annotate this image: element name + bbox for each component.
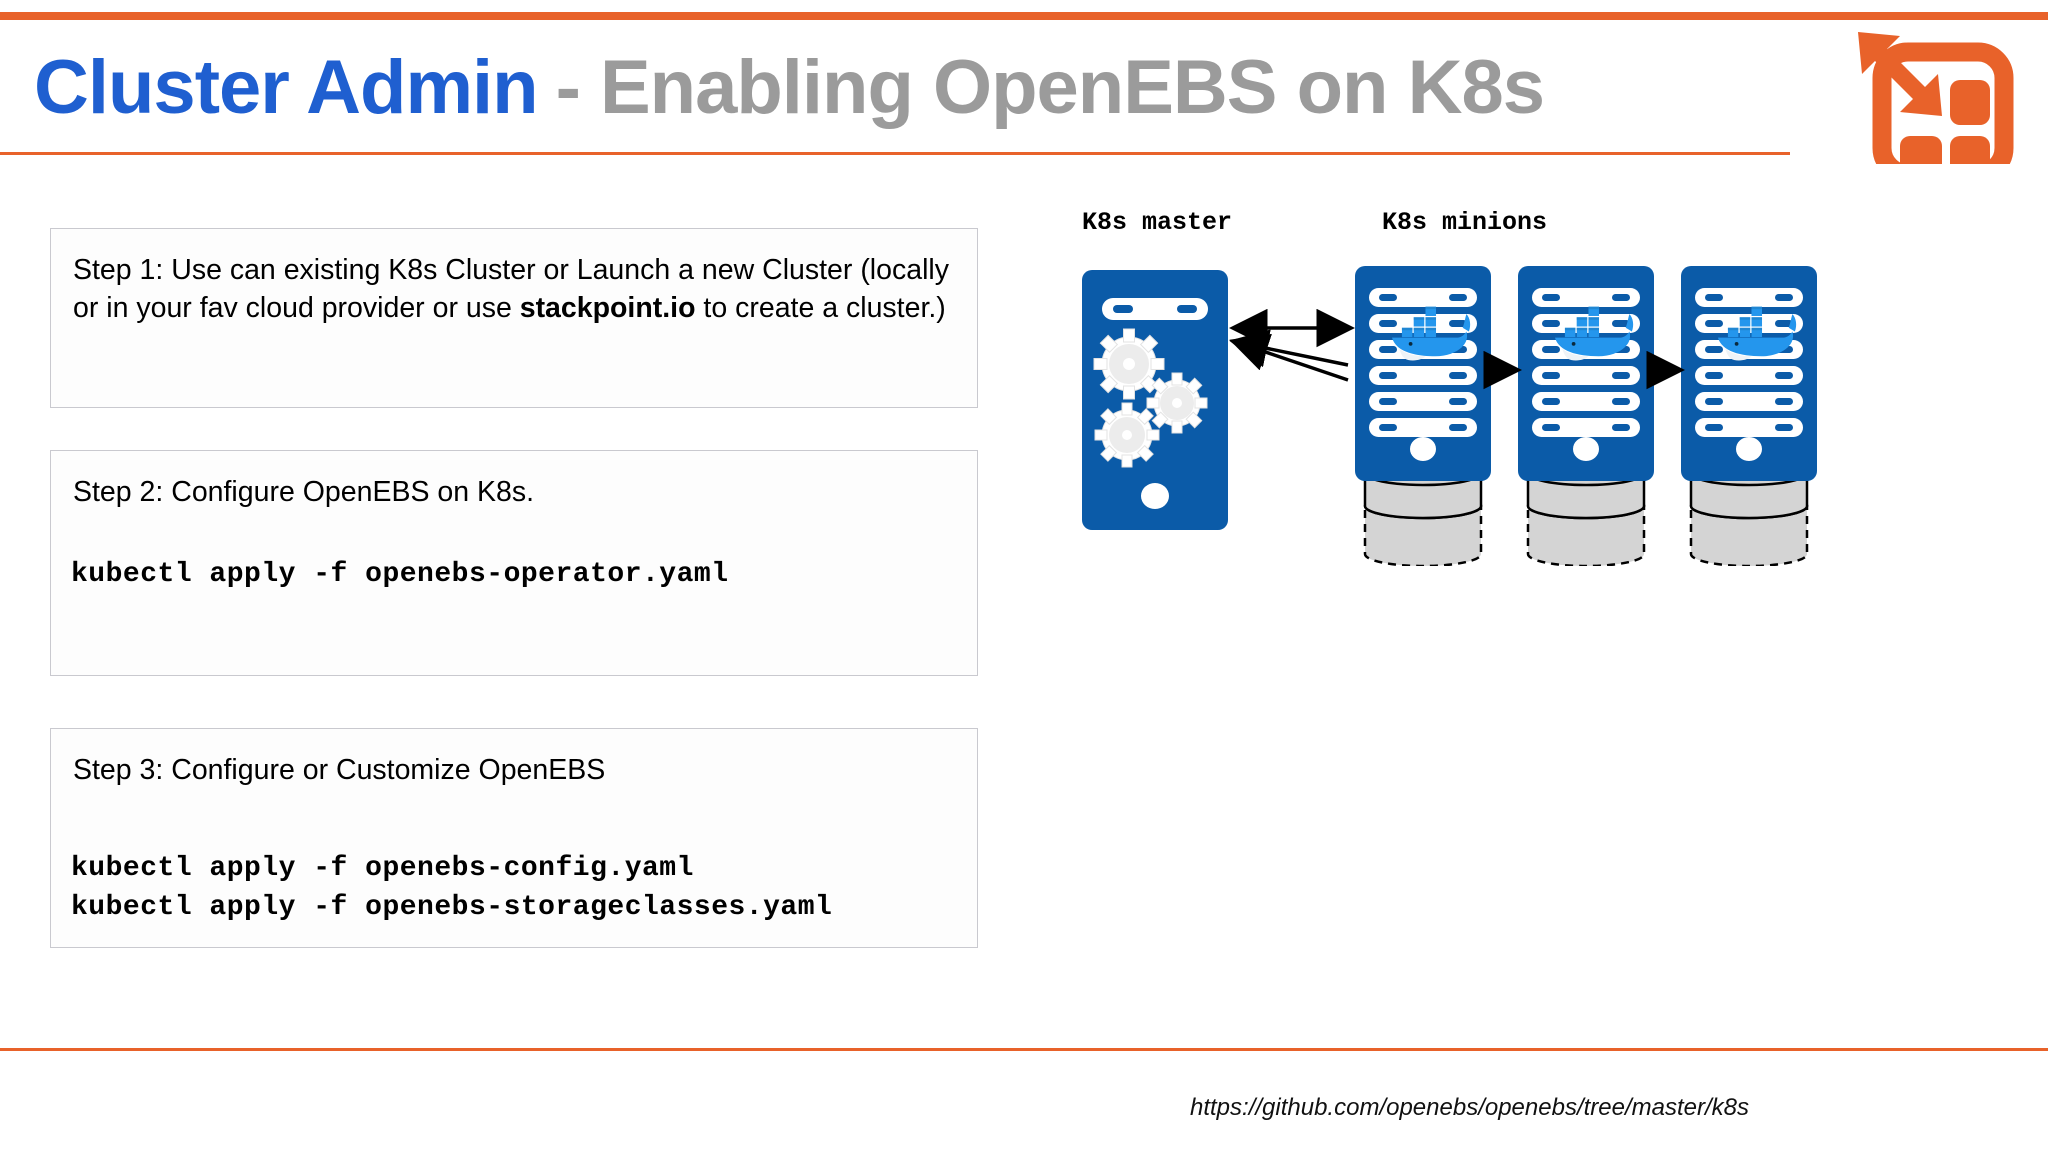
gear-icon-large	[1093, 328, 1165, 400]
step-1-box: Step 1: Use can existing K8s Cluster or …	[50, 228, 978, 408]
step-1-text: Step 1: Use can existing K8s Cluster or …	[73, 251, 961, 327]
gear-icon-bottom	[1094, 402, 1160, 468]
header-top-rule	[0, 12, 2048, 20]
step-3-box: Step 3: Configure or Customize OpenEBS k…	[50, 728, 978, 948]
k8s-minion-node-1	[1355, 266, 1491, 571]
k8s-master-label: K8s master	[1082, 208, 1233, 237]
connection-master-minion-3	[1229, 333, 1349, 382]
footer-rule	[0, 1048, 2048, 1051]
k8s-minion-node-3	[1681, 266, 1817, 571]
page-title: Cluster Admin - Enabling OpenEBS on K8s	[34, 26, 1794, 148]
logo-block-bl	[1900, 136, 1942, 176]
gear-icon-right	[1146, 372, 1208, 434]
step-2-heading: Step 2: Configure OpenEBS on K8s.	[73, 476, 535, 508]
master-slot	[1102, 298, 1208, 320]
openebs-logo	[1846, 24, 2038, 184]
master-slot-led-right	[1177, 305, 1197, 313]
step-3-command-1: kubectl apply -f openebs-config.yaml	[71, 853, 694, 884]
step-3-heading: Step 3: Configure or Customize OpenEBS	[73, 754, 606, 786]
footer-source-url: https://github.com/openebs/openebs/tree/…	[1190, 1094, 1749, 1121]
step-2-command-1: kubectl apply -f openebs-operator.yaml	[71, 559, 729, 590]
master-slot-led-left	[1113, 305, 1133, 313]
logo-block-br	[1950, 136, 1990, 176]
minion-slots	[1369, 288, 1477, 437]
master-power-button	[1141, 483, 1169, 509]
connection-master-minion-2	[1229, 329, 1349, 368]
minion-power-button	[1736, 437, 1762, 461]
minion-power-button	[1410, 437, 1436, 461]
logo-diagonal-arrow	[1858, 32, 1942, 116]
step-1-text-part-a: Step 1: Use can existing K8s Cluster or …	[73, 254, 949, 324]
k8s-minion-node-2	[1518, 266, 1654, 571]
page-title-primary: Cluster Admin	[34, 44, 539, 130]
header-bottom-rule	[0, 152, 1790, 155]
step-3-command-2: kubectl apply -f openebs-storageclasses.…	[71, 892, 833, 923]
page-title-secondary: - Enabling OpenEBS on K8s	[555, 44, 1545, 130]
k8s-master-node	[1082, 270, 1228, 535]
k8s-minions-label: K8s minions	[1382, 208, 1548, 237]
step-1-text-part-b: to create a cluster.)	[695, 292, 946, 324]
minion-power-button	[1573, 437, 1599, 461]
step-1-text-bold: stackpoint.io	[519, 292, 696, 324]
k8s-cluster-diagram: K8s master K8s minions	[1060, 200, 1980, 600]
step-2-box: Step 2: Configure OpenEBS on K8s. kubect…	[50, 450, 978, 676]
logo-block-tr	[1950, 80, 1990, 125]
